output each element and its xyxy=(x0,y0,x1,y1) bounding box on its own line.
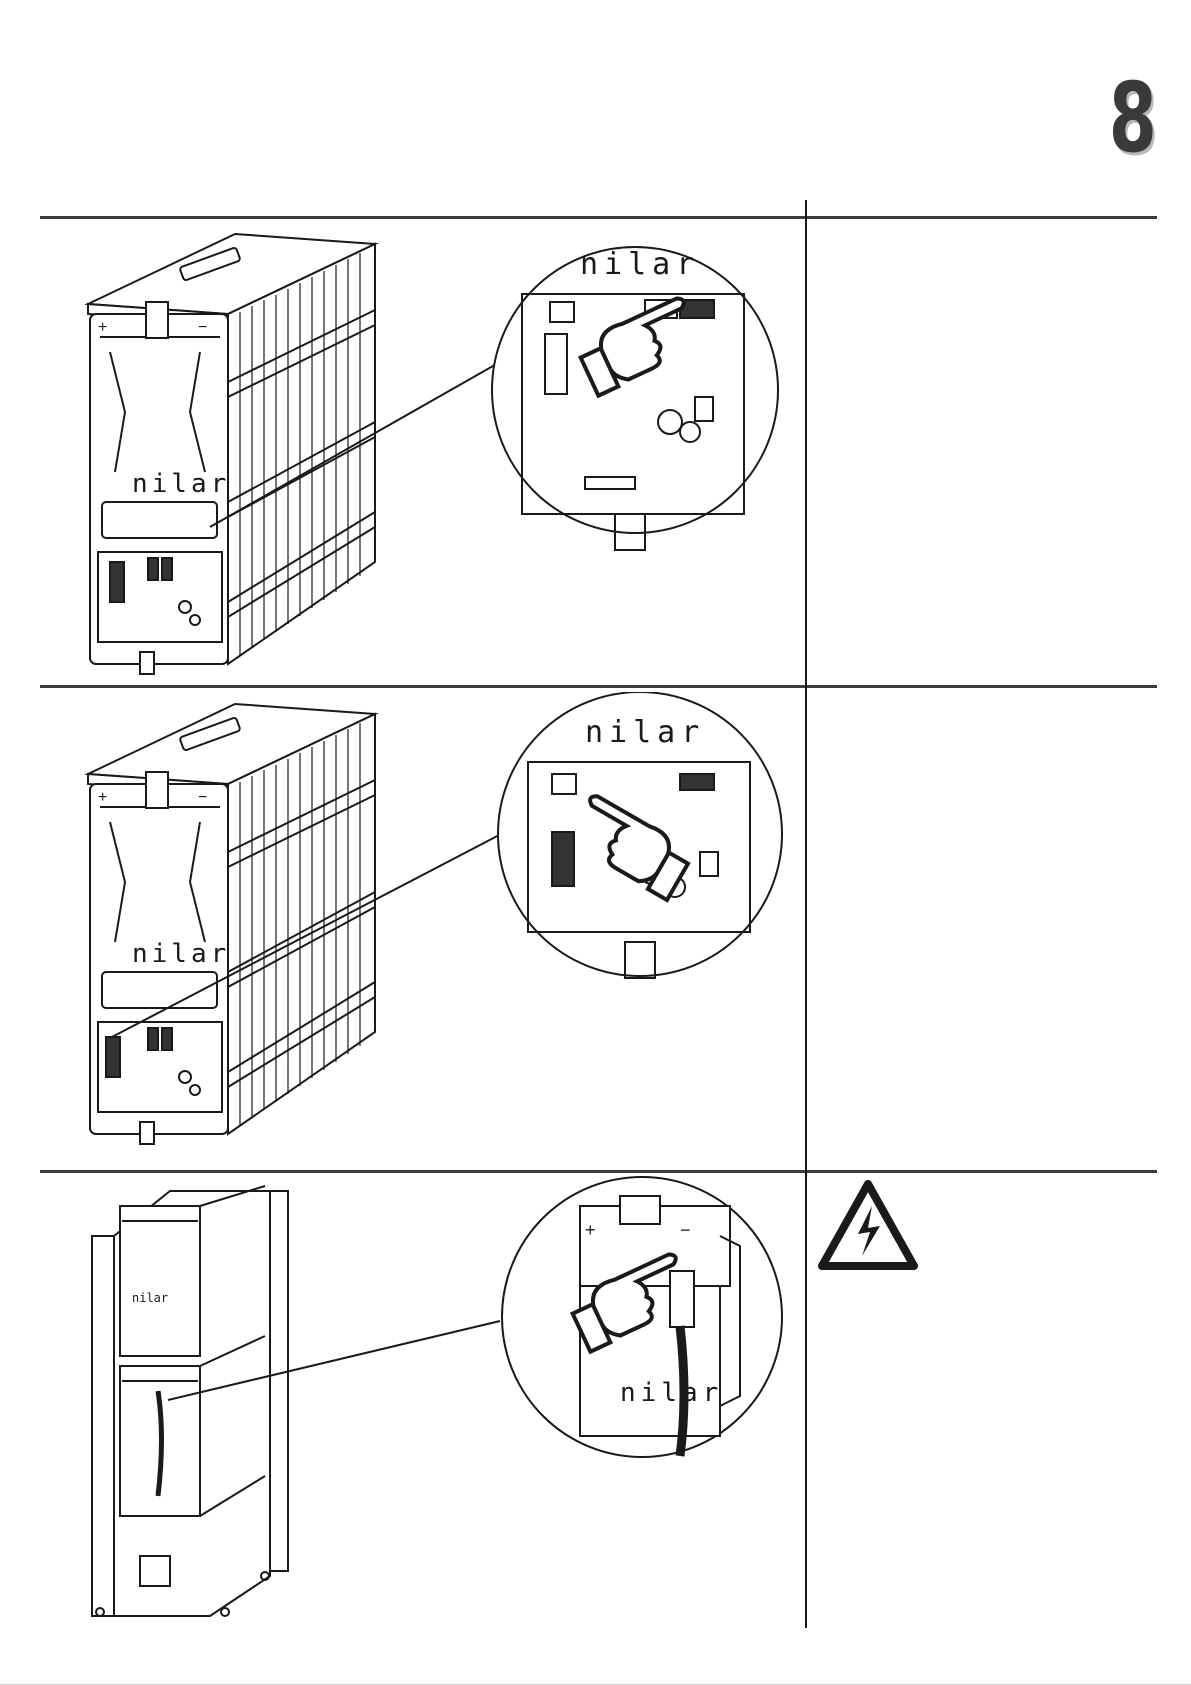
page-number: 8 xyxy=(1109,70,1157,166)
plus-label: + xyxy=(98,789,107,806)
plus-label: + xyxy=(585,1220,596,1240)
step-1-notes xyxy=(808,222,1157,682)
detail-magnifier: nilar xyxy=(492,247,778,550)
section-divider-1 xyxy=(40,216,1157,219)
minus-label: − xyxy=(198,319,207,336)
battery-module xyxy=(88,234,375,674)
step-3-illustration: nilar nilar + − xyxy=(40,1176,802,1628)
column-divider xyxy=(805,200,807,1628)
step-1-illustration: + − nilar nilar xyxy=(40,222,802,682)
battery-rack xyxy=(92,1186,288,1616)
step-2-illustration: + − nilar nilar xyxy=(40,692,802,1166)
step-2-notes xyxy=(808,692,1157,1166)
brand-logo-zoom: nilar xyxy=(620,1378,723,1408)
minus-label: − xyxy=(680,1220,691,1240)
plus-label: + xyxy=(98,319,107,336)
electrical-hazard-icon xyxy=(818,1180,918,1270)
section-divider-3 xyxy=(40,1170,1157,1173)
section-divider-2 xyxy=(40,685,1157,688)
brand-logo-zoom: nilar xyxy=(580,247,700,282)
minus-label: − xyxy=(198,789,207,806)
brand-logo: nilar xyxy=(132,469,230,499)
battery-module xyxy=(88,704,375,1144)
brand-logo: nilar xyxy=(132,1291,168,1305)
brand-logo: nilar xyxy=(132,939,230,969)
brand-logo-zoom: nilar xyxy=(585,715,705,750)
